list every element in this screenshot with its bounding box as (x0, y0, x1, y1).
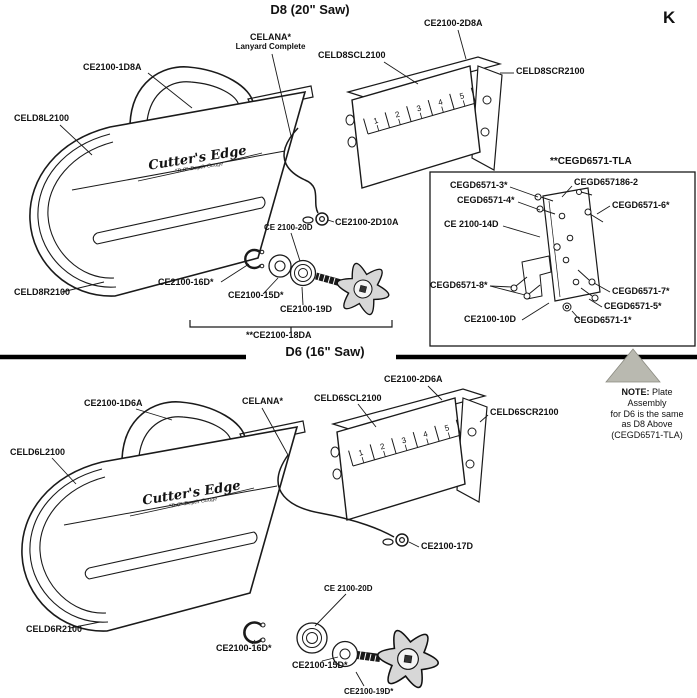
d6-knob-assembly (243, 621, 443, 691)
d8-section-title: D8 (20" Saw) (270, 2, 350, 17)
d8-knob-assembly (189, 248, 396, 332)
d8-label-lanyard-name: CELANA* (249, 32, 291, 42)
inset-plate-assembly (429, 171, 696, 347)
d6-label-scale-left: CELD6SCL2100 (314, 393, 382, 403)
d6-leader-lines (51, 385, 489, 687)
d6-label-ring: CE2100-17D (421, 541, 474, 551)
d8-leader-lines (59, 29, 514, 306)
d6-lanyard-ring (277, 454, 409, 547)
d8-label-scale-left: CELD8SCL2100 (318, 50, 386, 60)
d6-label-washer2: CE2100-19D* (344, 687, 394, 696)
inset-label-6: CEGD6571-6* (612, 200, 670, 210)
inset-label-7: CEGD6571-7* (612, 286, 670, 296)
d6-label-body-right: CELD6R2100 (26, 624, 83, 634)
inset-label-3: CEGD6571-3* (450, 180, 508, 190)
inset-label-86-2: CEGD657186-2 (574, 177, 639, 187)
note-line-1: NOTE: Plate (596, 387, 697, 398)
inset-title: **CEGD6571-TLA (550, 156, 632, 167)
d8-label-body-right: CELD8R2100 (14, 287, 71, 297)
inset-label-5: CEGD6571-5* (604, 301, 662, 311)
d8-label-lanyard-desc: Lanyard Complete (235, 41, 306, 51)
note-line1-text: Plate (652, 387, 673, 397)
d8-label-body-left: CELD8L2100 (14, 113, 70, 123)
d6-body-drawing (21, 401, 306, 632)
d8-label-plate-top: CE2100-2D8A (424, 18, 483, 28)
d6-label-washer1: CE2100-15D* (292, 660, 348, 670)
d6-section-title: D6 (16" Saw) (285, 344, 365, 359)
d6-label-plate-top: CE2100-2D6A (384, 374, 443, 384)
note-line-5: (CEGD6571-TLA) (611, 430, 683, 441)
d8-label-ring: CE2100-2D10A (335, 217, 399, 227)
d8-lanyard-ring (283, 127, 329, 226)
d8-label-scale-right: CELD8SCR2100 (516, 66, 585, 76)
d8-label-clip: CE2100-16D* (158, 277, 214, 287)
d6-label-clip: CE2100-16D* (216, 643, 272, 653)
note-line-4: as D8 Above (621, 419, 673, 430)
d8-scale-plate-drawing (345, 56, 503, 189)
inset-leader-lines (489, 185, 611, 321)
d6-label-washer-top: CE 2100-20D (324, 584, 373, 593)
d6-scale-plate-drawing (330, 388, 488, 521)
d8-label-washer-top: CE 2100-20D (264, 223, 313, 232)
d8-label-washer1: CE2100-15D* (228, 290, 284, 300)
inset-label-8: CEGD6571-8* (430, 280, 488, 290)
page-corner-letter: K (663, 8, 676, 27)
d8-label-washer2: CE2100-19D (280, 304, 333, 314)
d8-label-assembly: **CE2100-18DA (246, 330, 312, 340)
note-line-2: Assembly (627, 397, 667, 408)
d6-label-lanyard: CELANA* (242, 396, 284, 406)
note-triangle-icon (605, 348, 661, 383)
note-line-3: for D6 is the same (610, 408, 684, 419)
note-label: NOTE: (621, 387, 650, 397)
inset-label-1: CEGD6571-1* (574, 315, 632, 325)
inset-label-4: CEGD6571-4* (457, 195, 515, 205)
d6-label-handle: CE2100-1D6A (84, 398, 143, 408)
d6-label-body-left: CELD6L2100 (10, 447, 66, 457)
inset-label-10d: CE2100-10D (464, 314, 517, 324)
d6-label-scale-right: CELD6SCR2100 (490, 407, 559, 417)
d8-star-knob (330, 259, 396, 319)
d8-label-lanyard: CELANA* Lanyard Complete (218, 32, 323, 52)
d8-label-handle: CE2100-1D8A (83, 62, 142, 72)
d6-star-knob (373, 627, 443, 691)
inset-label-14d: CE 2100-14D (444, 219, 499, 229)
note-block: NOTE: Plate Assembly for D6 is the same … (596, 387, 697, 441)
